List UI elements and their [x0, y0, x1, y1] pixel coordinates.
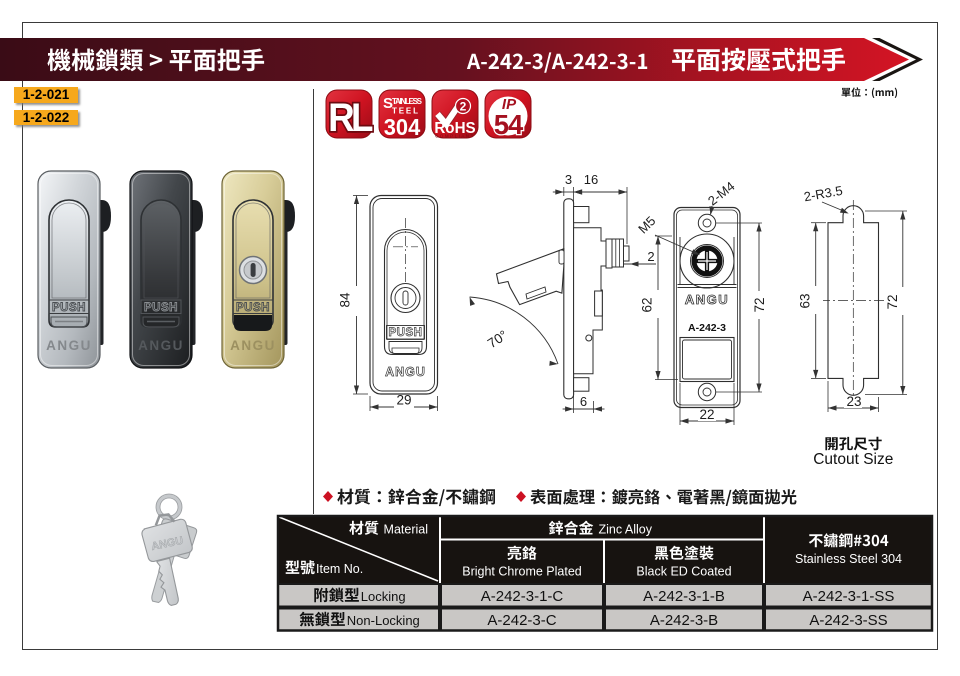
- svg-text:Non-Locking: Non-Locking: [347, 613, 420, 628]
- svg-text:54: 54: [494, 109, 524, 140]
- svg-text:A-242-3-1-B: A-242-3-1-B: [643, 588, 725, 605]
- svg-text:Material: Material: [384, 523, 428, 537]
- svg-text:IP: IP: [502, 96, 517, 113]
- svg-text:62: 62: [640, 297, 655, 312]
- svg-text:Bright Chrome Plated: Bright Chrome Plated: [462, 565, 582, 579]
- svg-text:PUSH: PUSH: [52, 302, 86, 314]
- svg-text:TEEL: TEEL: [392, 107, 418, 116]
- svg-text:ANGU: ANGU: [138, 338, 184, 353]
- svg-text:RL: RL: [328, 96, 373, 141]
- svg-text:3: 3: [565, 172, 572, 187]
- svg-text:A-242-3-1-C: A-242-3-1-C: [481, 588, 564, 605]
- svg-text:6: 6: [580, 394, 587, 409]
- svg-text:2: 2: [647, 249, 654, 264]
- svg-text:A-242-3-SS: A-242-3-SS: [809, 612, 887, 629]
- svg-text:Stainless Steel 304: Stainless Steel 304: [795, 552, 902, 566]
- svg-text:72: 72: [752, 297, 767, 312]
- svg-text:Item No.: Item No.: [316, 562, 363, 576]
- svg-text:A-242-3: A-242-3: [688, 322, 726, 334]
- svg-text:S: S: [383, 95, 393, 112]
- svg-text:PUSH: PUSH: [144, 302, 178, 314]
- svg-text:29: 29: [396, 393, 411, 408]
- svg-text:ANGU: ANGU: [385, 365, 426, 379]
- svg-text:Zinc Alloy: Zinc Alloy: [599, 523, 653, 537]
- svg-text:A-242-3-1-SS: A-242-3-1-SS: [803, 588, 895, 605]
- svg-text:84: 84: [338, 292, 353, 308]
- svg-text:TAINLESS: TAINLESS: [392, 97, 423, 106]
- svg-text:54: 54: [494, 109, 524, 140]
- svg-text:RL: RL: [328, 96, 373, 141]
- svg-text:Black ED Coated: Black ED Coated: [636, 565, 731, 579]
- svg-text:2-R3.5: 2-R3.5: [803, 183, 844, 205]
- svg-text:ANGU: ANGU: [46, 338, 92, 353]
- svg-text:23: 23: [846, 394, 861, 409]
- svg-text:63: 63: [798, 293, 813, 308]
- svg-text:ANGU: ANGU: [230, 338, 276, 353]
- svg-text:16: 16: [584, 172, 598, 187]
- svg-text:72: 72: [885, 294, 900, 309]
- svg-text:A-242-3-C: A-242-3-C: [487, 612, 556, 629]
- svg-text:A-242-3-B: A-242-3-B: [650, 612, 718, 629]
- svg-text:RoHS: RoHS: [434, 120, 475, 137]
- svg-text:ANGU: ANGU: [685, 292, 729, 307]
- svg-text:Cutout Size: Cutout Size: [813, 451, 893, 468]
- svg-text:COMPLIANT: COMPLIANT: [435, 134, 475, 139]
- svg-text:22: 22: [699, 407, 714, 422]
- svg-text:304: 304: [384, 114, 421, 140]
- svg-text:2: 2: [460, 100, 467, 114]
- svg-text:PUSH: PUSH: [389, 327, 423, 339]
- svg-text:Locking: Locking: [361, 589, 406, 604]
- svg-text:PUSH: PUSH: [236, 302, 270, 314]
